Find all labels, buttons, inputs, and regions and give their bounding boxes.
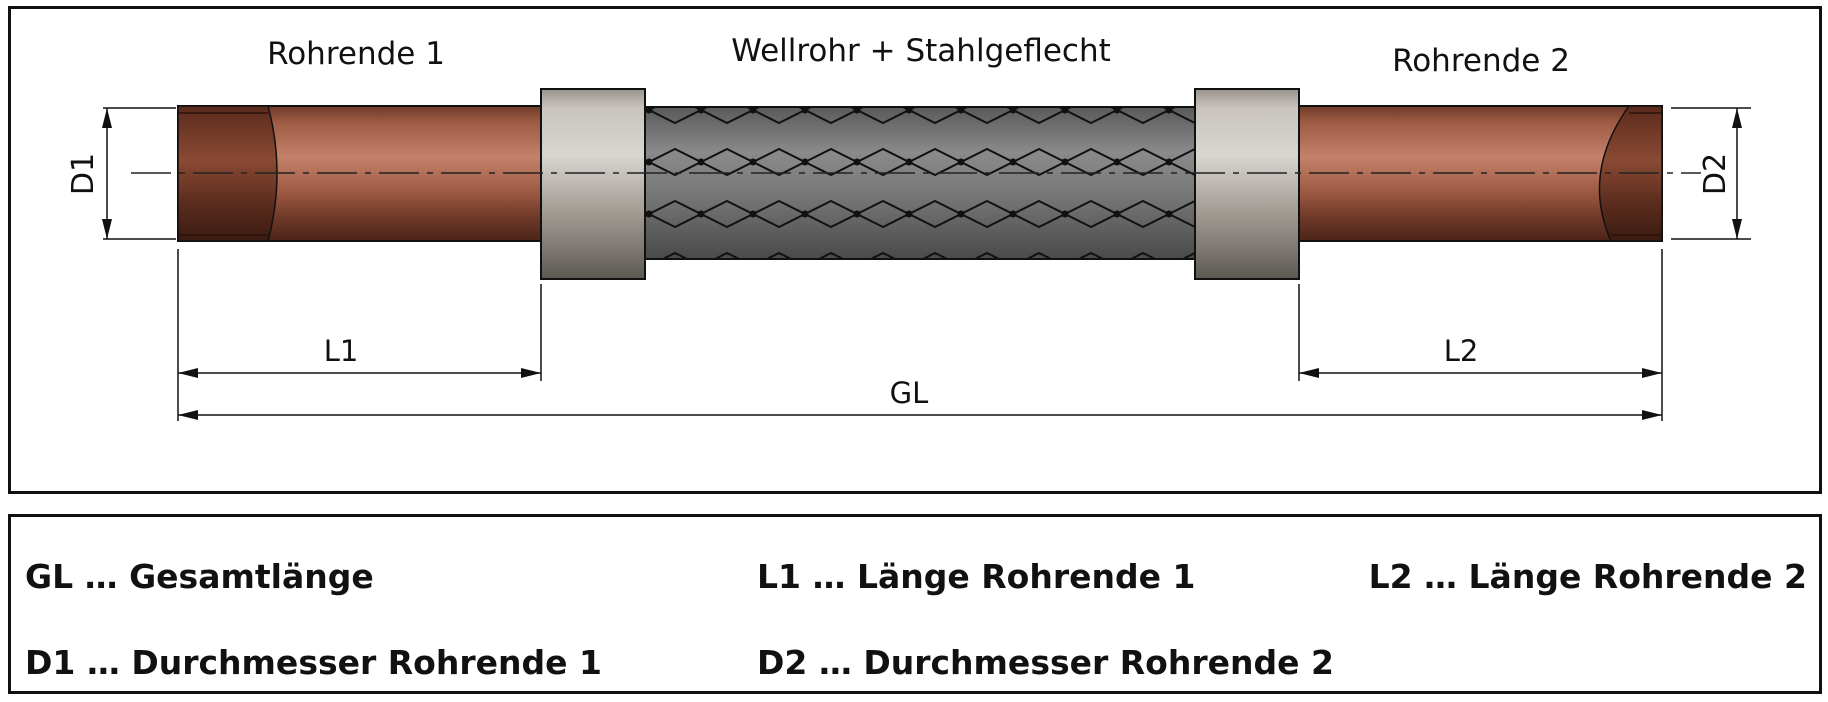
legend-gl: GL … Gesamtlänge <box>25 557 374 596</box>
braid-crossing <box>699 264 704 269</box>
dimension-d1 <box>102 107 176 240</box>
braid-crossing <box>1165 107 1173 114</box>
braid-crossing <box>697 107 705 114</box>
braid-crossing <box>1009 210 1017 218</box>
label-corrugated-hose: Wellrohr + Stahlgeflecht <box>731 33 1111 69</box>
d1-label: D1 <box>66 153 101 195</box>
braid-crossing <box>1061 158 1069 166</box>
label-pipe-end-2: Rohrende 2 <box>1392 43 1570 79</box>
braid-crossing <box>1011 264 1016 269</box>
legend-l2: L2 … Länge Rohrende 2 <box>1368 557 1807 596</box>
braid-crossing <box>1113 158 1121 166</box>
braided-hose <box>642 106 1198 269</box>
braid-crossing <box>1113 107 1121 114</box>
extension-lines <box>177 249 1663 421</box>
braid-crossing <box>749 210 757 218</box>
hose-drawing: Rohrende 1 Wellrohr + Stahlgeflecht Rohr… <box>66 33 1751 421</box>
braid-crossing <box>801 158 809 166</box>
legend-l1: L1 … Länge Rohrende 1 <box>757 557 1196 596</box>
braid-crossing <box>801 107 809 114</box>
braid-wire <box>712 251 1158 259</box>
l2-label: L2 <box>1444 334 1479 368</box>
braid-crossing <box>855 264 860 269</box>
braid-crossing <box>1165 210 1173 218</box>
braid-crossing <box>751 264 756 269</box>
braid-crossing <box>1115 264 1120 269</box>
d2-label: D2 <box>1698 153 1733 195</box>
braid-crossing <box>1061 107 1069 114</box>
braid-crossing <box>749 107 757 114</box>
braid-crossing <box>647 264 652 269</box>
legend-d2: D2 … Durchmesser Rohrende 2 <box>757 643 1334 682</box>
braid-crossing <box>905 107 913 114</box>
braid-crossing <box>803 264 808 269</box>
legend-frame: GL … Gesamtlänge L1 … Länge Rohrende 1 L… <box>8 514 1822 694</box>
braid-crossing <box>1061 210 1069 218</box>
braid-crossing <box>1113 210 1121 218</box>
braid-crossing <box>853 107 861 114</box>
braid-crossing <box>1063 264 1068 269</box>
braid-crossing <box>1165 158 1173 166</box>
braid-crossing <box>645 158 653 166</box>
gl-label: GL <box>890 376 929 410</box>
drawing-frame: Rohrende 1 Wellrohr + Stahlgeflecht Rohr… <box>8 6 1822 494</box>
braid-crossing <box>907 264 912 269</box>
l1-label: L1 <box>324 334 359 368</box>
braid-crossing <box>801 210 809 218</box>
braid-crossing <box>749 158 757 166</box>
braid-crossing <box>1009 107 1017 114</box>
label-pipe-end-1: Rohrende 1 <box>267 36 445 72</box>
braid-crossing <box>853 158 861 166</box>
braid-crossing <box>905 158 913 166</box>
braid-crossing <box>1009 158 1017 166</box>
braid-crossing <box>1167 264 1172 269</box>
braid-crossing <box>645 210 653 218</box>
braid-crossing <box>697 210 705 218</box>
legend-d1: D1 … Durchmesser Rohrende 1 <box>25 643 602 682</box>
braid-crossing <box>905 210 913 218</box>
braid-wire <box>660 251 1197 259</box>
sleeve-right <box>1194 88 1300 280</box>
braid-crossing <box>957 107 965 114</box>
braid-crossing <box>645 107 653 114</box>
braid-crossing <box>957 158 965 166</box>
braid-crossing <box>853 210 861 218</box>
sleeve-left <box>540 88 646 280</box>
braid-crossing <box>697 158 705 166</box>
braid-crossing <box>959 264 964 269</box>
dimension-d2 <box>1671 107 1751 240</box>
braid-crossing <box>957 210 965 218</box>
